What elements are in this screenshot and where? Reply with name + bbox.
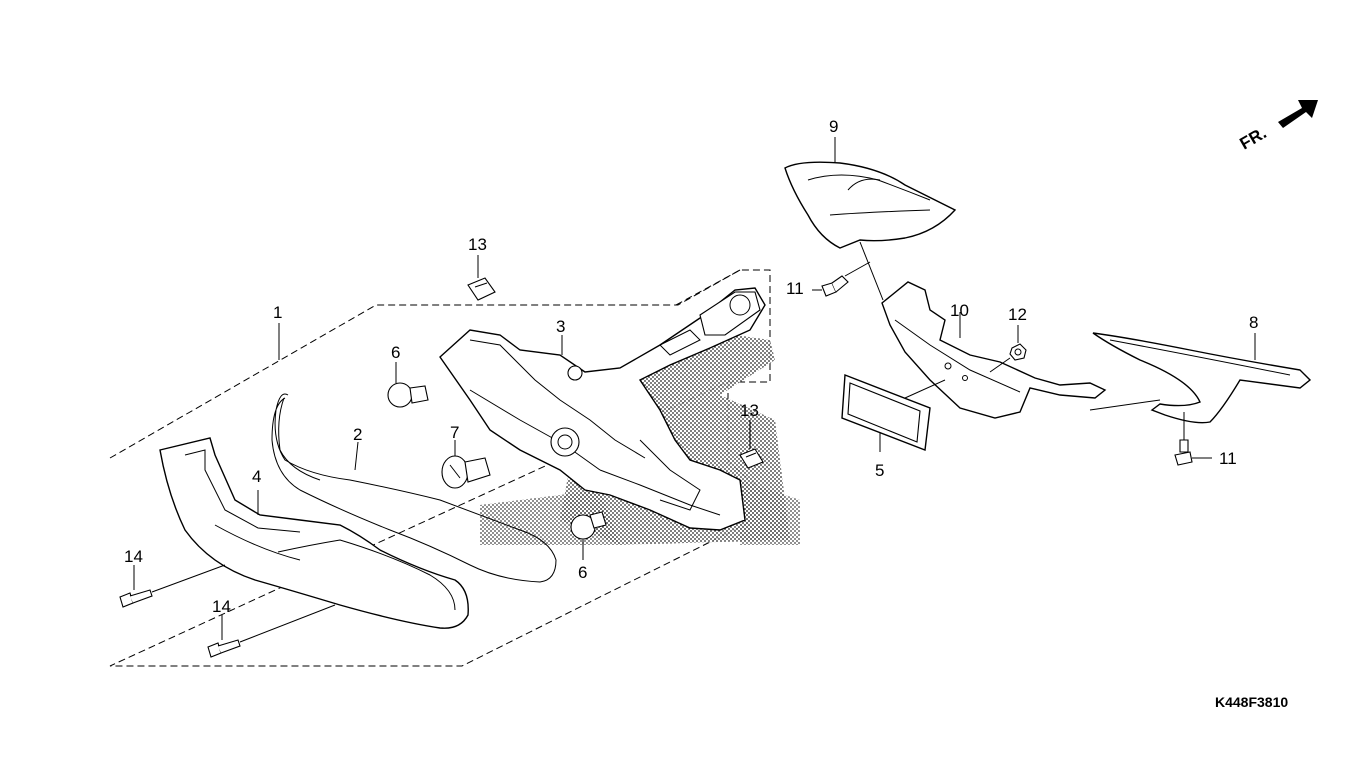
part-11-screw-upper <box>812 261 871 297</box>
label-part-10: 10 <box>950 301 969 320</box>
label-part-14-upper: 14 <box>124 547 143 566</box>
label-part-9: 9 <box>829 117 838 136</box>
part-13-clip-upper <box>467 255 496 301</box>
front-direction-label: FR. <box>1237 123 1270 153</box>
part-14-screw-lower <box>207 604 336 658</box>
label-part-14-lower: 14 <box>212 597 231 616</box>
part-13-clip-lower <box>739 420 764 469</box>
part-8-side-cover <box>1092 332 1312 424</box>
label-part-11-lower: 11 <box>1219 449 1237 468</box>
part-3-lamp-housing <box>439 287 766 531</box>
label-part-7: 7 <box>450 423 459 442</box>
label-part-8: 8 <box>1249 313 1258 332</box>
part-6-bulb-upper <box>387 362 429 408</box>
part-11-screw-lower <box>1174 412 1212 466</box>
part-10-bracket <box>881 281 1107 419</box>
label-part-6-upper: 6 <box>391 343 400 362</box>
label-part-12: 12 <box>1008 305 1027 324</box>
connection-line-9-10 <box>859 241 884 301</box>
label-part-2: 2 <box>353 425 362 444</box>
label-part-6-lower: 6 <box>578 563 587 582</box>
label-part-1: 1 <box>273 303 282 322</box>
part-2-seal <box>271 393 557 583</box>
label-part-3: 3 <box>556 317 565 336</box>
label-part-13-upper: 13 <box>468 235 487 254</box>
label-part-5: 5 <box>875 461 884 480</box>
part-7-bulb <box>441 440 491 489</box>
part-4-lower-cover <box>159 437 469 629</box>
part-5-reflector <box>841 374 946 452</box>
front-direction-arrow: FR. <box>1237 100 1318 153</box>
part-12-nut <box>989 325 1027 373</box>
part-6-bulb-lower <box>570 511 607 560</box>
label-part-4: 4 <box>252 467 261 486</box>
part-9-upper-cover <box>784 137 957 249</box>
label-part-13-lower: 13 <box>740 401 759 420</box>
label-part-11-upper: 11 <box>786 279 804 298</box>
diagram-code: K448F3810 <box>1215 694 1288 710</box>
connection-line-8-10 <box>1089 399 1161 411</box>
part-14-screw-upper <box>119 564 226 608</box>
